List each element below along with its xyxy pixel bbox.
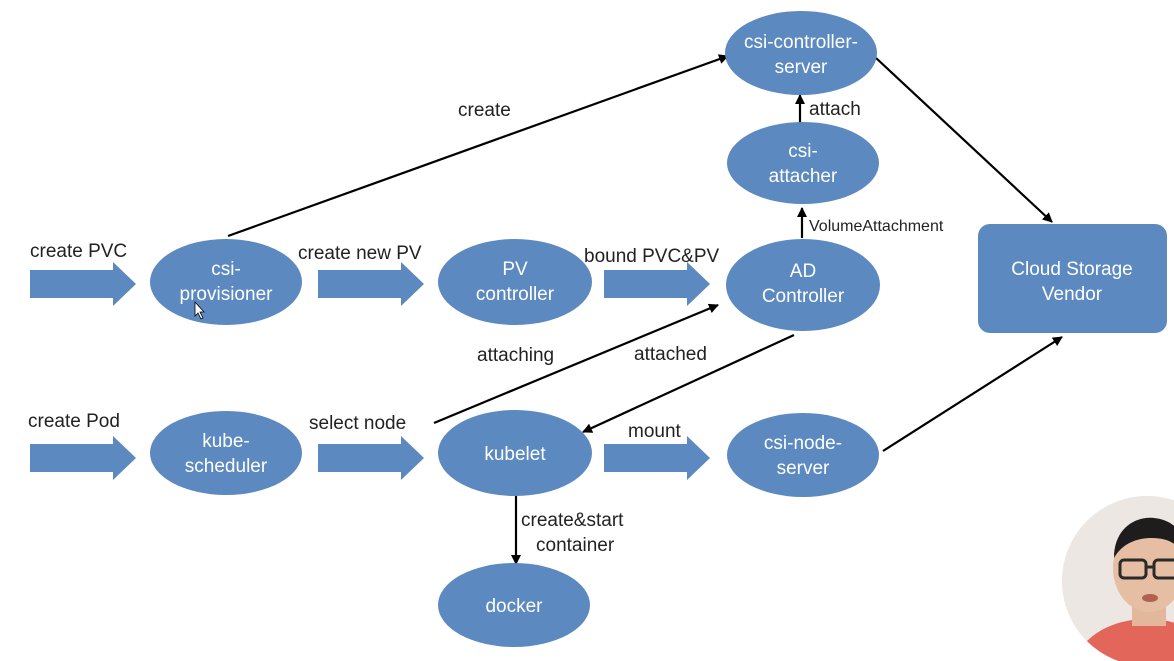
edge-label-container: container [536, 535, 615, 556]
node-label-line: controller [476, 284, 555, 305]
node-label-line: csi-node- [764, 433, 842, 454]
mount-block-arrow [604, 436, 710, 480]
edge-label-mount: mount [628, 421, 682, 442]
node-label-line: scheduler [185, 456, 268, 477]
bound-block-arrow [604, 262, 710, 306]
edge-label-attaching: attaching [477, 345, 554, 366]
attached-arrow [582, 334, 795, 433]
node-label-line: attacher [769, 166, 838, 187]
edge-label-create-new-pv: create new PV [298, 243, 422, 264]
controller-server-to-vendor-arrow [875, 57, 1053, 223]
node-label-line: PV [502, 259, 528, 280]
node-label-line: server [775, 57, 828, 78]
docker-node: docker [438, 563, 590, 647]
mouse-cursor-icon [194, 300, 205, 320]
create-new-pv-block-arrow [318, 262, 424, 306]
node-label-line: Controller [762, 286, 845, 307]
cloud-storage-vendor-node: Cloud Storage Vendor [978, 224, 1167, 333]
attaching-arrow [433, 303, 719, 425]
csi-controller-server-node: csi-controller- server [725, 11, 877, 95]
node-label-line: kube- [202, 431, 250, 452]
edge-label-attach: attach [809, 99, 861, 120]
node-label-line: csi-controller- [744, 32, 858, 53]
node-label-line: docker [485, 596, 543, 617]
csi-node-server-node: csi-node- server [727, 413, 879, 497]
node-label-line: kubelet [484, 444, 546, 465]
node-label-line: csi- [788, 141, 818, 162]
csi-provisioner-node: csi- provisioner [150, 239, 302, 325]
edge-label-create-pod: create Pod [28, 411, 120, 432]
presenter-video-avatar [1062, 496, 1174, 661]
node-server-to-vendor-arrow [882, 336, 1063, 452]
provisioner-to-controller-server-arrow [227, 54, 729, 238]
pv-controller-node: PV controller [438, 239, 592, 325]
edge-label-create-start: create&start [521, 510, 624, 531]
node-label-line: Vendor [1042, 284, 1103, 305]
select-node-block-arrow [318, 436, 424, 480]
create-pvc-block-arrow [30, 262, 136, 306]
create-pod-block-arrow [30, 436, 136, 480]
kubelet-node: kubelet [438, 410, 592, 496]
edge-label-attached: attached [634, 344, 707, 365]
kube-scheduler-node: kube- scheduler [150, 411, 302, 495]
csi-attacher-node: csi- attacher [727, 122, 879, 204]
edge-label-volume-attachment: VolumeAttachment [809, 218, 944, 235]
node-label-line: server [777, 458, 830, 479]
edge-label-select-node: select node [309, 413, 406, 434]
edge-label-create-pvc: create PVC [30, 241, 127, 262]
ad-controller-node: AD Controller [726, 239, 880, 331]
node-label-line: Cloud Storage [1011, 259, 1132, 280]
edge-label-bound-pvc-pv: bound PVC&PV [584, 246, 720, 267]
node-label-line: provisioner [180, 284, 274, 305]
node-label-line: AD [790, 261, 816, 282]
node-label-line: csi- [211, 259, 241, 280]
edge-label-create: create [458, 100, 511, 121]
